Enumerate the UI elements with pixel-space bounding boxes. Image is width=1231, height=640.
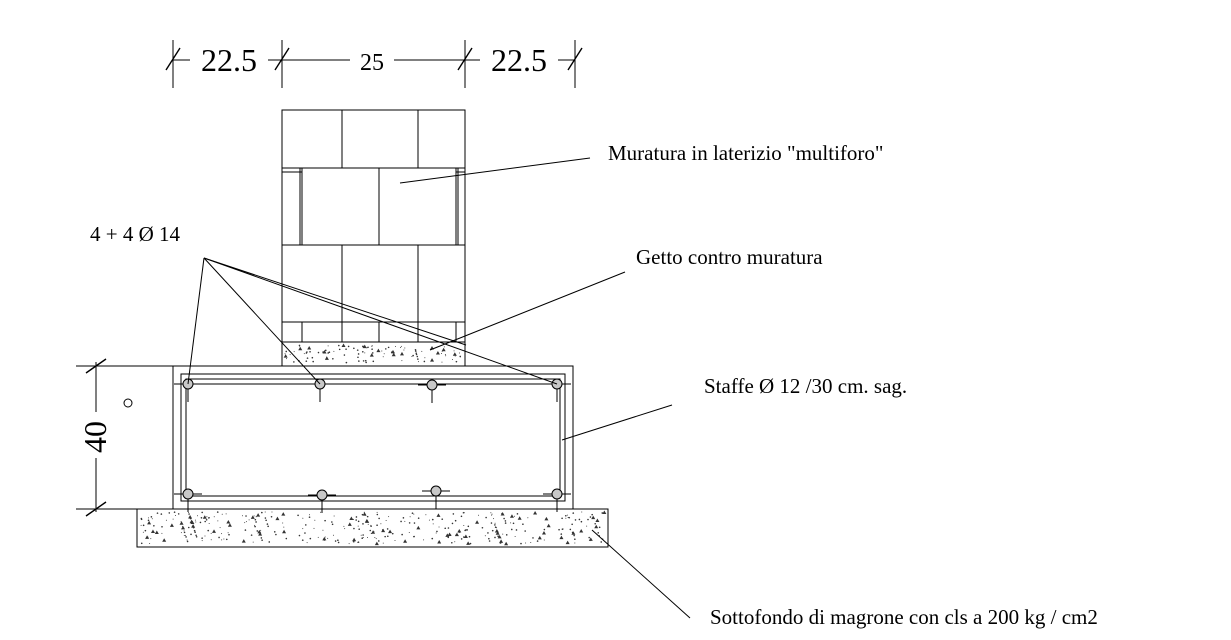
leader-masonry <box>399 157 591 184</box>
dim-top-right: 22.5 <box>491 42 547 78</box>
label-blinding: Sottofondo di magrone con cls a 200 kg /… <box>710 605 1098 629</box>
dim-top-middle: 25 <box>360 50 384 76</box>
reference-point-icon <box>123 398 133 408</box>
label-masonry: Muratura in laterizio "multiforo" <box>608 141 883 165</box>
rebar-bar <box>551 488 563 500</box>
dim-height: 40 <box>77 421 113 453</box>
label-cast: Getto contro muratura <box>636 245 823 269</box>
leader-rebar-4 <box>203 257 467 346</box>
leader-blinding <box>591 529 691 619</box>
leader-rebar-2 <box>203 257 321 385</box>
rebar-bar <box>430 485 442 497</box>
rebar-bar <box>426 379 438 391</box>
blinding-layer <box>136 508 609 548</box>
masonry-wall <box>281 109 466 343</box>
left-dimension: 40 <box>76 358 173 517</box>
rebar-group <box>174 378 571 513</box>
cast-strip <box>281 341 466 367</box>
rebar-bar <box>316 489 328 501</box>
label-stirrups: Staffe Ø 12 /30 cm. sag. <box>704 374 907 398</box>
rebar-bar <box>182 488 194 500</box>
leader-rebar-1 <box>187 257 205 385</box>
footing-beam <box>172 365 574 510</box>
leader-rebar-3 <box>203 257 558 385</box>
leader-stirrups <box>561 404 673 441</box>
dim-top-left: 22.5 <box>201 42 257 78</box>
label-rebar: 4 + 4 Ø 14 <box>90 222 181 246</box>
top-dimension-chain: 22.5 25 22.5 <box>165 40 583 88</box>
leader-cast <box>429 271 626 351</box>
leader-lines <box>187 157 691 619</box>
